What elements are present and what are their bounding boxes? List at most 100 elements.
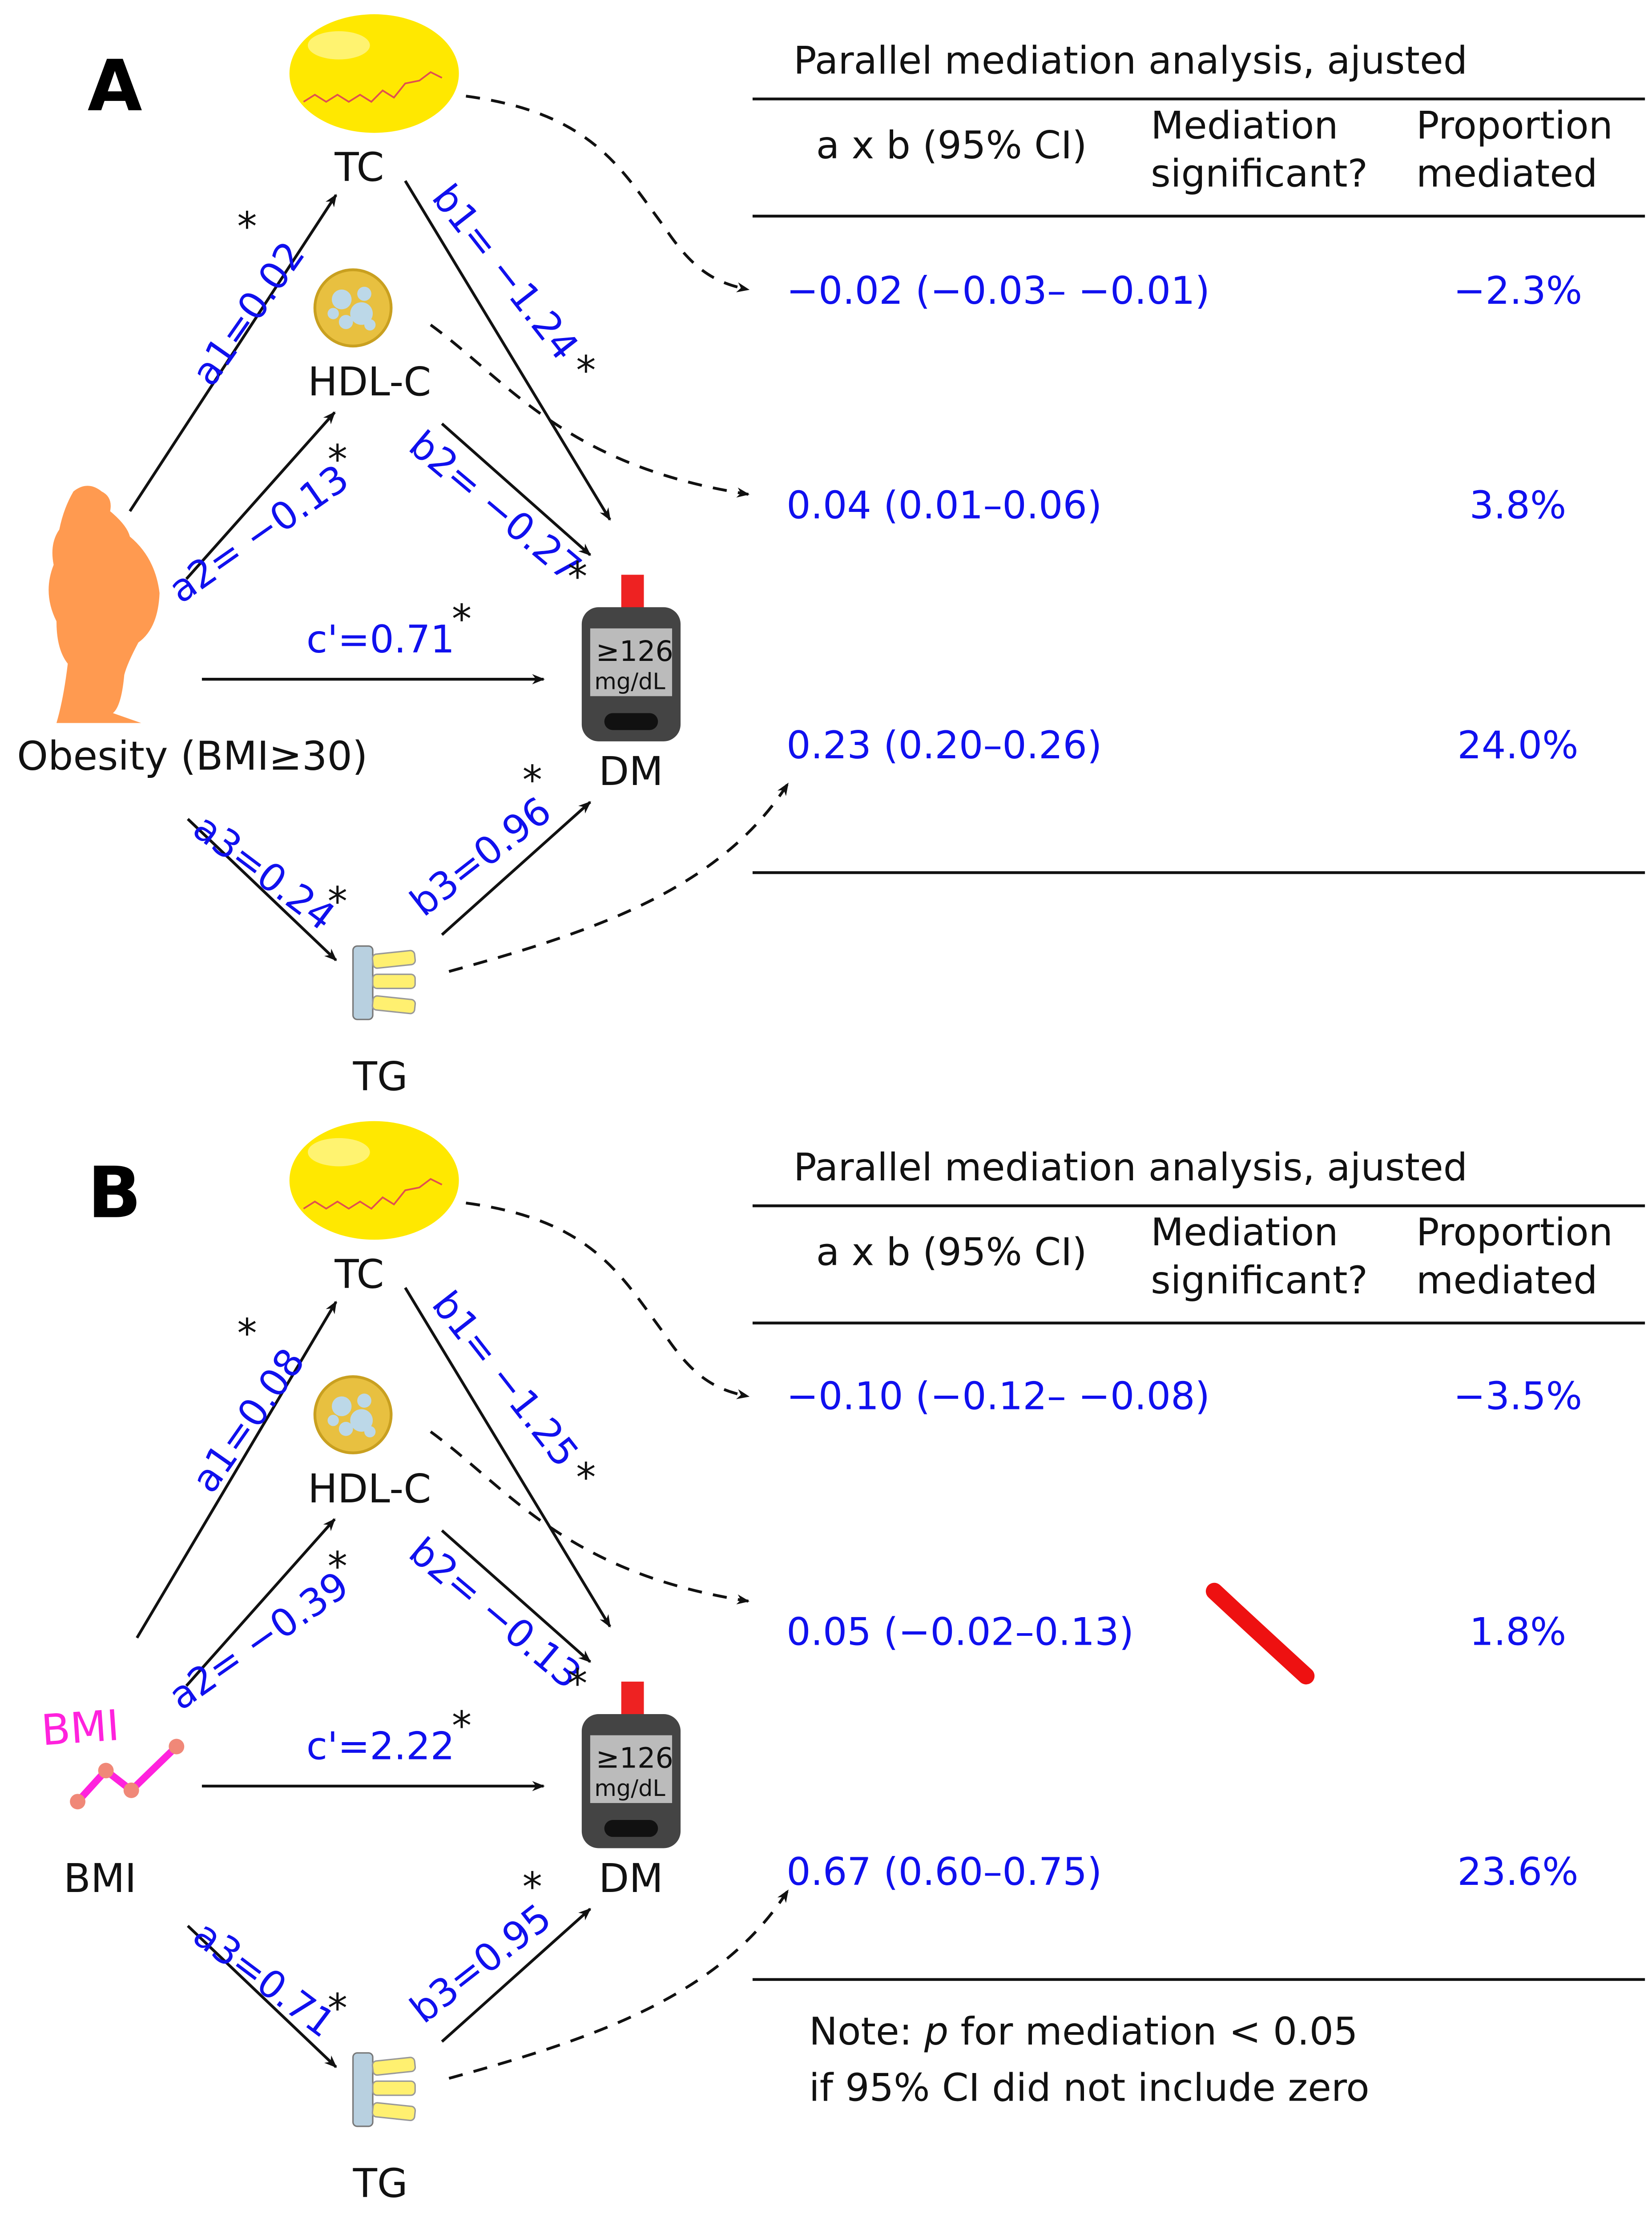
header-proportion-2: mediated <box>1416 151 1598 196</box>
arrow-exposure-tc <box>129 193 338 512</box>
coef-a3: a3=0.71 <box>185 1912 343 2046</box>
table-row: −0.10 (−0.12– −0.08) −3.5% <box>786 1374 1582 1418</box>
arrow-hdl-dm <box>441 1529 592 1663</box>
significance-star: * <box>327 1985 347 2031</box>
triglyceride-icon <box>352 2052 416 2127</box>
arrow-exposure-tg <box>187 818 337 962</box>
ab-estimate: 0.04 (0.01–0.06) <box>786 483 1102 527</box>
proportion-mediated: −3.5% <box>1454 1374 1582 1418</box>
note-line-1: Note: p for mediation < 0.05 <box>809 2009 1358 2054</box>
significance-star: * <box>452 596 471 642</box>
arrow-hdl-dm <box>441 423 592 556</box>
ab-estimate: −0.10 (−0.12– −0.08) <box>786 1374 1210 1418</box>
table-title: Parallel mediation analysis, ajusted <box>794 1145 1467 1190</box>
header-proportion-1: Proportion <box>1416 1210 1613 1255</box>
coef-b2: b2= −0.13 <box>401 1529 590 1698</box>
table-row: 0.67 (0.60–0.75) 23.6% <box>786 1850 1578 1894</box>
significance-star: * <box>568 1660 587 1707</box>
header-significant-1: Mediation <box>1151 103 1338 148</box>
meter-unit: mg/dL <box>594 1775 665 1801</box>
node-tg-label: TG <box>353 1053 408 1099</box>
coef-b3: b3=0.95 <box>402 1895 560 2032</box>
header-ab: a x b (95% CI) <box>816 1230 1087 1275</box>
significance-star: * <box>523 757 542 803</box>
cholesterol-droplet-icon <box>289 14 459 133</box>
coef-b3: b3=0.96 <box>402 789 560 926</box>
significance-star: * <box>576 1454 596 1500</box>
node-tc-label: TC <box>334 144 384 190</box>
table-row: −0.02 (−0.03– −0.01)−2.3% <box>786 269 1582 313</box>
significance-star: * <box>523 1864 542 1910</box>
header-proportion-1: Proportion <box>1416 103 1613 148</box>
ab-estimate: 0.23 (0.20–0.26) <box>786 723 1102 768</box>
node-dm-label: DM <box>599 1855 663 1901</box>
ab-estimate: 0.67 (0.60–0.75) <box>786 1850 1102 1894</box>
significance-star: * <box>237 203 257 250</box>
bmi-chart-icon: BMI <box>40 1701 185 1810</box>
meter-value: ≥126 <box>596 1742 673 1775</box>
meter-value: ≥126 <box>596 635 673 668</box>
significance-star: * <box>452 1703 471 1749</box>
arrow-tc-dm <box>404 1287 612 1628</box>
proportion-mediated: 24.0% <box>1457 723 1578 768</box>
coef-c: c'=2.22 <box>306 1724 455 1769</box>
mediation-table: Parallel mediation analysis, ajusted a x … <box>752 38 1645 874</box>
exposure-label: BMI <box>64 1855 137 1901</box>
significance-star: * <box>327 436 347 483</box>
coef-a1: a1=0.02 <box>183 233 314 394</box>
arrow-exposure-hdl <box>185 411 336 580</box>
bmi-icon-text: BMI <box>40 1701 121 1755</box>
proportion-mediated: −2.3% <box>1454 269 1582 313</box>
significance-star: * <box>576 347 596 394</box>
significance-star: * <box>327 878 347 924</box>
arrow-tg-dm <box>441 1908 592 2043</box>
significance-star: * <box>237 1310 257 1357</box>
significance-star: * <box>568 553 587 600</box>
coef-b2: b2= −0.27 <box>401 422 590 591</box>
mediation-table: Parallel mediation analysis, ajusted a x … <box>752 1145 1645 1981</box>
node-hdl-label: HDL-C <box>308 358 431 405</box>
header-ab: a x b (95% CI) <box>816 123 1087 168</box>
proportion-mediated: 23.6% <box>1457 1850 1578 1894</box>
meter-unit: mg/dL <box>594 668 665 694</box>
dashed-path-hdl <box>430 323 750 498</box>
dashed-path-tg <box>448 1889 789 2080</box>
coef-a3: a3=0.24 <box>185 805 343 939</box>
coef-b1: b1= −1.25 <box>423 1283 587 1475</box>
header-significant-2: significant? <box>1151 1258 1368 1303</box>
dashed-path-tc <box>466 95 750 293</box>
hdl-particle-icon <box>313 1375 393 1454</box>
coef-c: c'=0.71 <box>306 617 455 662</box>
node-tc-label: TC <box>334 1251 384 1297</box>
table-row: 0.04 (0.01–0.06) 3.8% <box>786 483 1566 527</box>
table-row: 0.23 (0.20–0.26) 24.0% <box>786 723 1578 768</box>
coef-a1: a1=0.08 <box>183 1340 314 1501</box>
significance-star: * <box>327 1543 347 1589</box>
exposure-label: Obesity (BMI≥30) <box>17 733 368 779</box>
table-title: Parallel mediation analysis, ajusted <box>794 38 1467 83</box>
cholesterol-droplet-icon <box>289 1121 459 1240</box>
panel-letter: A <box>88 45 142 127</box>
arrow-exposure-hdl <box>185 1518 336 1687</box>
arrow-exposure-tc <box>136 1300 338 1639</box>
dashed-path-hdl <box>430 1430 750 1605</box>
note-line-2: if 95% CI did not include zero <box>809 2066 1370 2110</box>
header-significant-2: significant? <box>1151 151 1368 196</box>
node-hdl-label: HDL-C <box>308 1465 431 1512</box>
triglyceride-icon <box>352 945 416 1020</box>
obese-person-icon <box>48 486 160 723</box>
proportion-mediated: 3.8% <box>1470 483 1567 527</box>
hdl-particle-icon <box>313 268 393 348</box>
arrow-exposure-tg <box>187 1924 337 2068</box>
arrow-tc-dm <box>404 180 612 521</box>
header-proportion-2: mediated <box>1416 1258 1598 1303</box>
proportion-mediated: 1.8% <box>1470 1610 1567 1654</box>
coef-b1: b1= −1.24 <box>423 176 587 368</box>
table-row: 0.05 (−0.02–0.13)1.8% <box>786 1582 1567 1685</box>
header-significant-1: Mediation <box>1151 1210 1338 1255</box>
dashed-path-tc <box>466 1201 750 1399</box>
